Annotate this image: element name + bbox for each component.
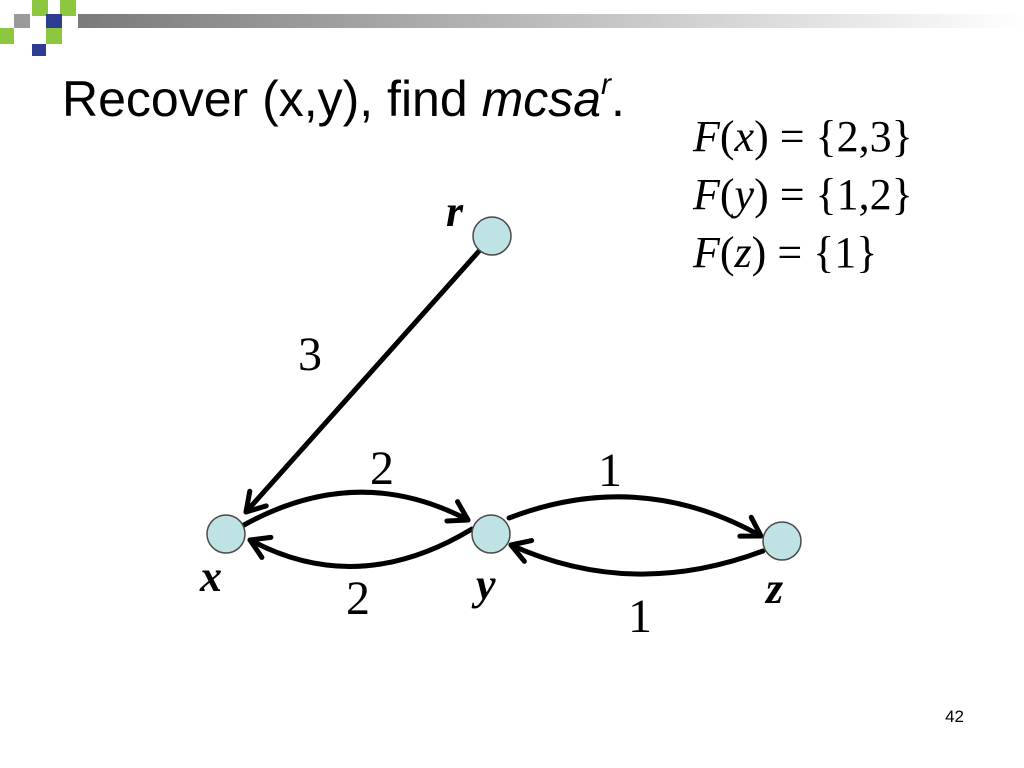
title-emphasis: mcsa xyxy=(481,71,602,127)
title-suffix: . xyxy=(611,71,625,127)
edge-weight-r-x: 3 xyxy=(298,328,322,381)
formula-fn: F xyxy=(693,112,720,161)
formula-line-x: F(x) = {2,3} xyxy=(693,108,913,166)
header-decoration xyxy=(0,0,1024,56)
edge-weight-y-x: 2 xyxy=(346,572,370,625)
formula-line-z: F(z) = {1} xyxy=(693,224,913,282)
formula-set: ) = {1} xyxy=(751,228,878,277)
node-layer xyxy=(206,216,802,561)
arrowhead-r-x xyxy=(243,488,269,515)
node-label-y: y xyxy=(471,560,496,609)
node-label-z: z xyxy=(764,564,783,613)
formula-list: F(x) = {2,3} F(y) = {1,2} F(z) = {1} xyxy=(693,108,913,282)
edge-x-y xyxy=(241,489,471,528)
node-r xyxy=(472,216,512,256)
title-text: Recover (x,y), find xyxy=(62,71,482,127)
slide-title: Recover (x,y), find mcsar. xyxy=(62,64,625,134)
formula-set: ) = {1,2} xyxy=(754,170,913,219)
header-square-blue xyxy=(46,14,62,28)
node-label-r: r xyxy=(446,187,464,236)
formula-var: y xyxy=(734,170,755,219)
header-square-blue-2 xyxy=(32,44,46,56)
header-square-green-4 xyxy=(46,28,62,44)
arrowhead-y-z xyxy=(737,514,764,539)
arrowhead-y-x xyxy=(247,534,274,560)
arrowhead-z-y xyxy=(508,538,535,564)
edge-z-y xyxy=(508,542,766,577)
header-gradient-bar xyxy=(78,14,1024,28)
formula-fn: F xyxy=(693,170,720,219)
formula-paren: ( xyxy=(719,112,735,161)
formula-set: ) = {2,3} xyxy=(754,112,913,161)
formula-var: x xyxy=(734,112,755,161)
node-label-x: x xyxy=(199,552,222,601)
node-x xyxy=(206,514,246,554)
page-number: 42 xyxy=(945,707,964,726)
header-square-green-3 xyxy=(0,28,14,44)
edge-weight-z-y: 1 xyxy=(628,590,652,643)
formula-paren: ( xyxy=(719,228,735,277)
edge-weight-x-y: 2 xyxy=(370,442,394,495)
edge-y-x xyxy=(247,526,475,569)
edge-weight-y-z: 1 xyxy=(598,444,622,497)
formula-line-y: F(y) = {1,2} xyxy=(693,166,913,224)
header-square-green-2 xyxy=(60,0,76,16)
node-z xyxy=(762,521,802,561)
header-square-green-1 xyxy=(32,0,48,16)
edge-layer xyxy=(241,247,766,577)
header-square-grey xyxy=(14,14,30,28)
edge-y-z xyxy=(506,494,764,539)
node-y xyxy=(471,514,511,554)
formula-fn: F xyxy=(693,228,720,277)
label-layer: 3 2 2 1 1 r x y z xyxy=(199,187,783,643)
title-superscript: r xyxy=(601,68,612,101)
formula-var: z xyxy=(734,228,752,277)
arrowhead-x-y xyxy=(444,499,471,524)
edge-r-x xyxy=(243,247,483,515)
formula-paren: ( xyxy=(719,170,735,219)
